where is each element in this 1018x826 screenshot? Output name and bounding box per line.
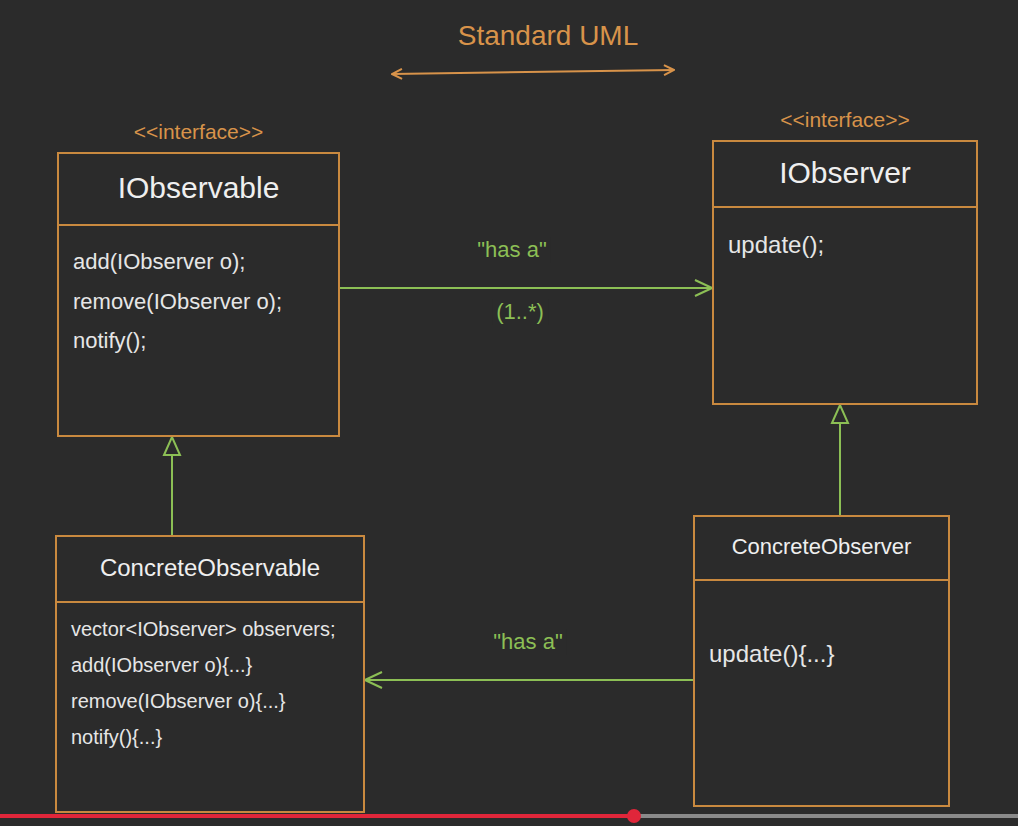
stereotype-label: <<interface>>: [714, 108, 976, 132]
class-name: ConcreteObserver: [695, 517, 948, 581]
stereotype-label: <<interface>>: [59, 120, 338, 144]
association-arrow: [365, 679, 693, 681]
relation-label: "has a": [473, 237, 550, 263]
class-name: IObserver: [714, 142, 976, 208]
inheritance-arrow: [171, 437, 173, 535]
class-name: ConcreteObservable: [57, 537, 363, 603]
class-member: update();: [728, 228, 962, 263]
class-box: ConcreteObservablevector<IObserver> obse…: [55, 535, 365, 813]
progress-knob: [627, 809, 641, 823]
member-list: vector<IObserver> observers; add(IObserve…: [57, 603, 363, 771]
multiplicity-label: (1..*): [492, 299, 548, 325]
class-box: <<interface>>IObservableadd(IObserver o)…: [57, 152, 340, 437]
class-name: IObservable: [59, 154, 338, 226]
class-member: add(IObserver o);: [73, 246, 324, 278]
member-list: update(){...}: [695, 581, 948, 692]
association-arrow: [340, 287, 712, 289]
class-member: remove(IObserver o);: [73, 286, 324, 318]
class-member: notify(){...}: [71, 723, 349, 752]
progress-track: [634, 814, 1018, 818]
class-member: remove(IObserver o){...}: [71, 687, 349, 716]
member-list: add(IObserver o); remove(IObserver o); not…: [59, 226, 338, 377]
class-box: ConcreteObserver update(){...}: [693, 515, 950, 807]
class-member: notify();: [73, 325, 324, 357]
title-underline-arrow: [392, 70, 674, 74]
member-list: update();: [714, 208, 976, 283]
diagram-title: Standard UML: [458, 20, 639, 52]
progress-bar: [0, 814, 634, 818]
class-member: vector<IObserver> observers;: [71, 615, 349, 644]
class-member: update(){...}: [709, 637, 934, 672]
class-box: <<interface>>IObserverupdate();: [712, 140, 978, 405]
relation-label: "has a": [489, 629, 566, 655]
inheritance-arrow: [839, 405, 841, 515]
class-member: add(IObserver o){...}: [71, 651, 349, 680]
